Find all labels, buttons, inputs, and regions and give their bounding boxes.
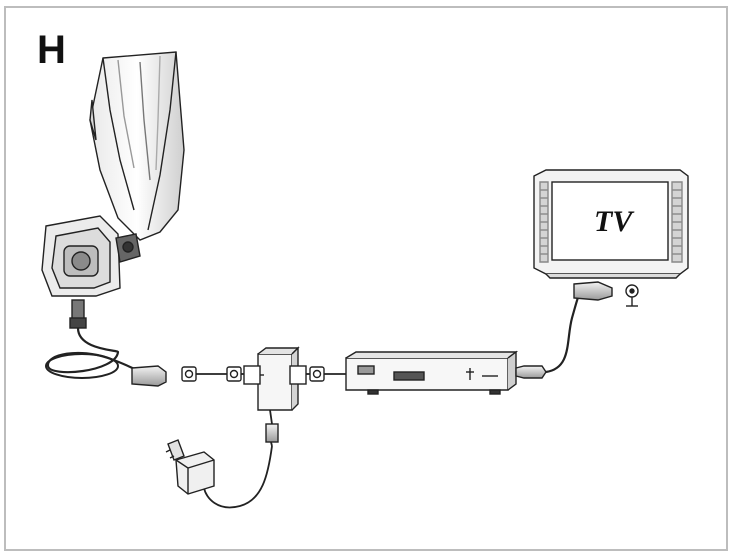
signal-amplifier-icon [243, 346, 307, 411]
television-icon [533, 169, 689, 279]
tv-screen-label: TV [594, 205, 633, 238]
power-adapter-icon [165, 409, 279, 509]
coax-connector-icon [309, 366, 325, 382]
step-label: H [37, 28, 66, 72]
set-top-receiver-icon [345, 350, 519, 395]
coax-connector-icon [181, 366, 242, 382]
coax-cable [515, 281, 639, 379]
directional-antenna-icon [41, 51, 185, 387]
